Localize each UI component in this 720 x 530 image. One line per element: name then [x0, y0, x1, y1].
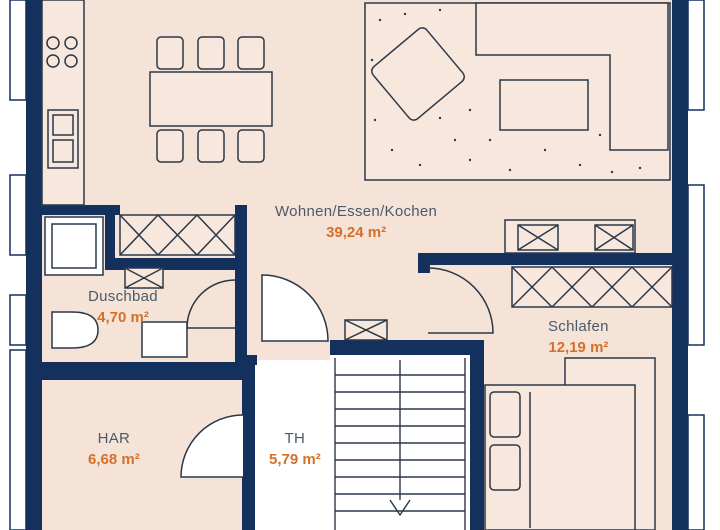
stove-burner — [64, 54, 78, 68]
window-right-1 — [687, 0, 705, 111]
chair — [237, 36, 265, 70]
pillow — [489, 444, 521, 491]
room-area: 12,19 m² — [548, 339, 609, 356]
door-har — [180, 414, 244, 478]
room-label-har: HAR 6,68 m² — [88, 430, 140, 468]
door-bedroom — [427, 267, 494, 334]
wall-bed-top — [420, 253, 675, 265]
door-bath — [186, 279, 236, 329]
toilet — [51, 311, 99, 349]
interior-walls — [42, 205, 675, 530]
window-mullions — [26, 100, 688, 185]
bedroom — [484, 357, 656, 530]
doors — [180, 267, 494, 478]
window-left-2 — [9, 174, 27, 256]
sofa — [475, 2, 669, 151]
door-hall — [261, 274, 329, 342]
window-left-1 — [9, 0, 27, 101]
wall-stair-right — [470, 340, 484, 530]
room-area: 39,24 m² — [326, 224, 387, 241]
wall-bath-stub — [235, 205, 247, 270]
wall-har-top — [42, 362, 244, 380]
wall-bath-top-left — [42, 205, 120, 215]
wall-har-th — [242, 355, 255, 530]
bath-fixtures — [44, 216, 188, 358]
stove-burner — [46, 36, 60, 50]
room-label-duschbad: Duschbad 4,70 m² — [88, 288, 158, 326]
chair — [156, 129, 184, 163]
room-area: 5,79 m² — [269, 451, 321, 468]
room-label-schlafen: Schlafen 12,19 m² — [548, 318, 609, 356]
floor-th — [255, 360, 330, 530]
room-name: TH — [284, 430, 306, 447]
windows — [9, 0, 705, 530]
chair — [197, 129, 225, 163]
armchair — [371, 27, 465, 121]
room-name: HAR — [97, 430, 131, 447]
room-area: 6,68 m² — [88, 451, 140, 468]
washbasin — [141, 321, 188, 358]
wall-stair-top — [330, 340, 470, 355]
room-label-th: TH 5,79 m² — [269, 430, 321, 468]
window-right-2 — [687, 184, 705, 346]
living-area — [364, 2, 671, 181]
wall-bath-shower — [105, 205, 115, 270]
wall-left — [26, 0, 42, 530]
dining-set — [149, 36, 273, 163]
stove-burner — [64, 36, 78, 50]
rug-speckles — [370, 8, 642, 174]
room-name: Wohnen/Essen/Kochen — [275, 203, 438, 220]
room-name: Duschbad — [88, 288, 158, 305]
room-label-wohnen: Wohnen/Essen/Kochen 39,24 m² — [275, 203, 437, 241]
staircase — [334, 358, 466, 530]
chair — [237, 129, 265, 163]
chair — [197, 36, 225, 70]
wall-bath-top — [105, 258, 243, 270]
pillow — [489, 391, 521, 438]
coffee-table — [499, 79, 589, 131]
stair-arrow — [389, 360, 411, 517]
wall-bath-right — [235, 270, 247, 380]
kitchen-counter — [41, 0, 85, 206]
chair — [156, 36, 184, 70]
room-area: 4,70 m² — [97, 309, 149, 326]
room-name: Schlafen — [548, 318, 609, 335]
stove-burner — [46, 54, 60, 68]
kitchen-sink — [47, 109, 79, 169]
window-left-4 — [9, 349, 27, 530]
window-right-3 — [687, 414, 705, 530]
window-left-3 — [9, 294, 27, 346]
cabinets — [119, 214, 673, 341]
dining-table — [149, 71, 273, 127]
